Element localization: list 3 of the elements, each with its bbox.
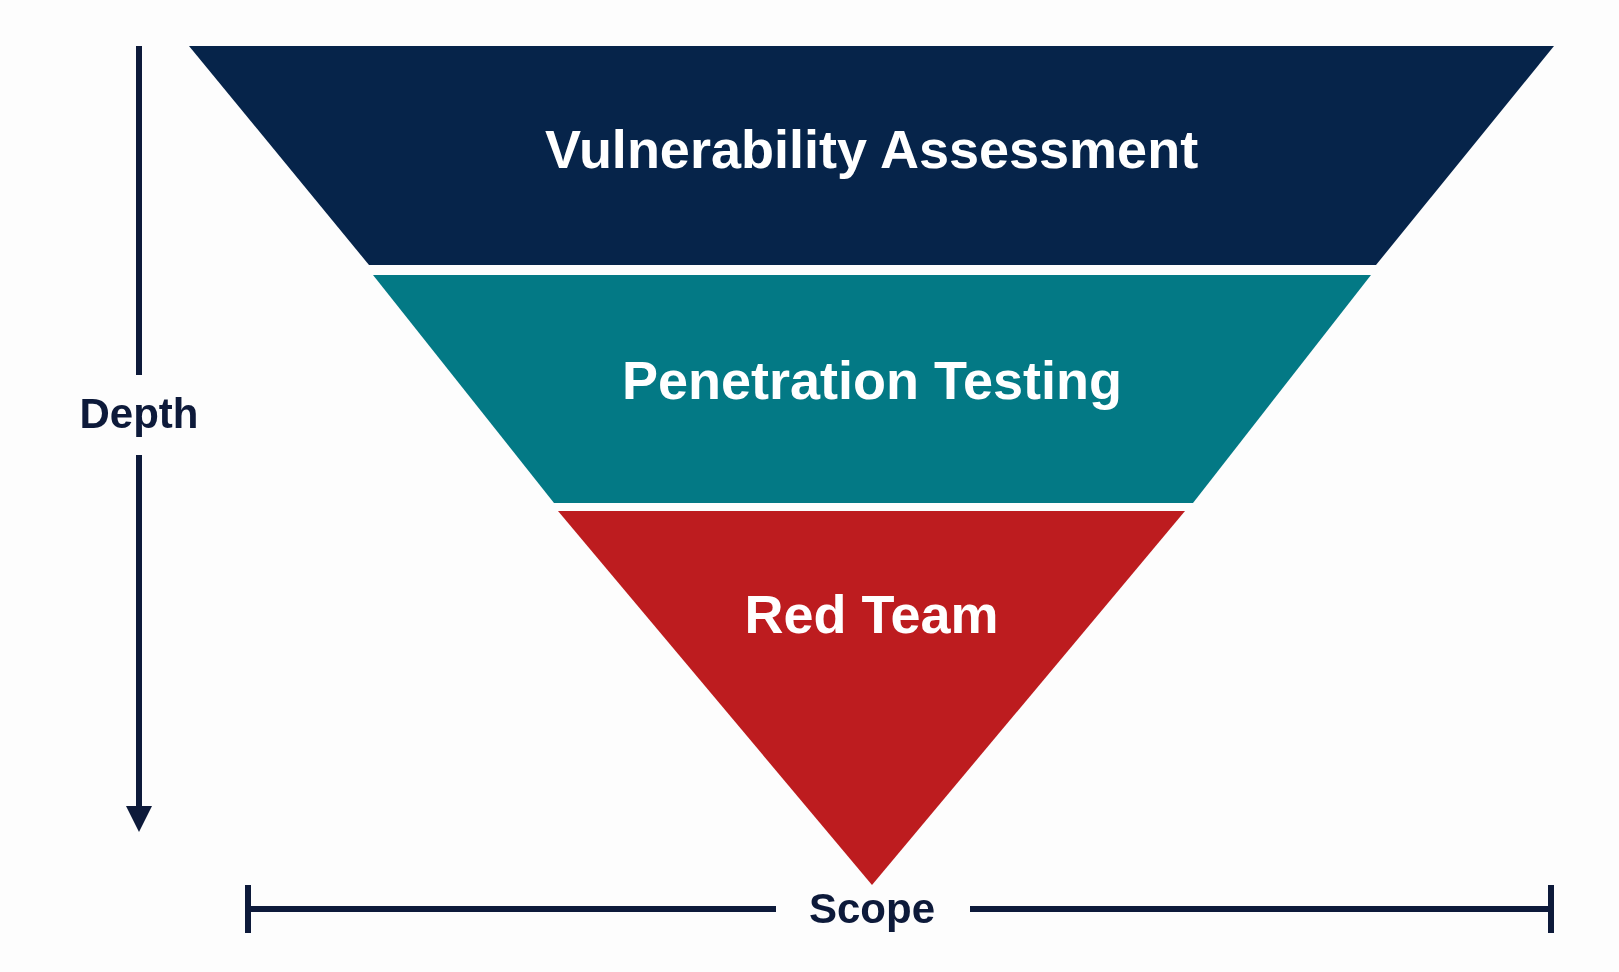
tier-label: Red Team bbox=[744, 587, 999, 641]
axis-label: Depth bbox=[79, 393, 199, 435]
axis-label: Scope bbox=[809, 888, 935, 930]
